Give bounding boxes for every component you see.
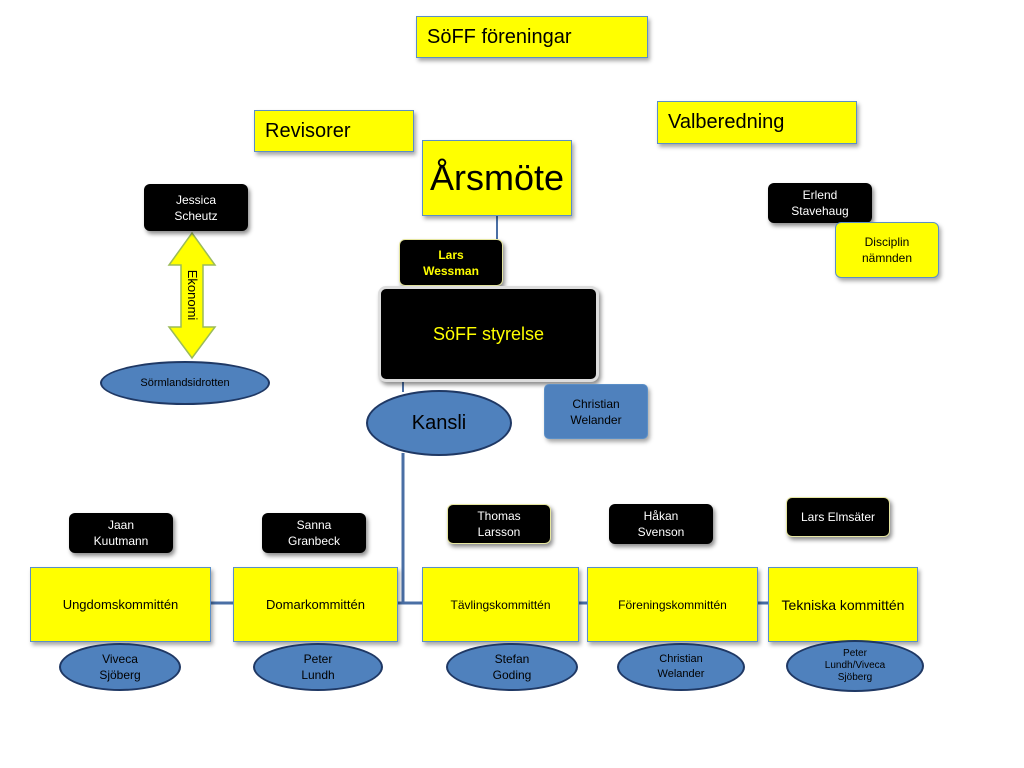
committee-member-name: Viveca Sjöberg — [99, 652, 141, 682]
arsmote-box: Årsmöte — [422, 140, 572, 216]
committee-member-domar: Peter Lundh — [253, 643, 383, 691]
committee-teknik: Tekniska kommittén — [768, 567, 918, 642]
committee-head-ungdom: Jaan Kuutmann — [69, 513, 173, 553]
arsmote-label: Årsmöte — [429, 157, 565, 198]
committee-head-name: Thomas Larsson — [477, 509, 521, 539]
ekonomi-text: Ekonomi — [185, 269, 200, 321]
kansli-person-box: Christian Welander — [544, 384, 648, 439]
committee-domar: Domarkommittén — [233, 567, 398, 642]
disciplin-box: Disciplin nämnden — [835, 222, 939, 278]
page-title: SöFF föreningar — [416, 16, 648, 58]
committee-member-ungdom: Viveca Sjöberg — [59, 643, 181, 691]
committee-member-name: Peter Lundh — [301, 652, 335, 682]
committee-name: Domarkommittén — [266, 597, 365, 612]
committee-head-teknik: Lars Elmsäter — [786, 497, 890, 537]
revisorer-label: Revisorer — [265, 119, 351, 142]
sormlandsidrotten-label: Sörmlandsidrotten — [140, 377, 230, 389]
committee-member-tavling: Stefan Goding — [446, 643, 578, 691]
economy-person-box: Jessica Scheutz — [144, 184, 248, 231]
economy-person-name: Jessica Scheutz — [174, 192, 218, 223]
committee-head-name: Lars Elmsäter — [800, 510, 876, 524]
ekonomi-double-arrow-icon — [167, 231, 217, 360]
committee-head-name: Sanna Granbeck — [287, 518, 341, 548]
sormlandsidrotten-ellipse: Sörmlandsidrotten — [100, 361, 270, 405]
chair-box: Lars Wessman — [399, 239, 503, 286]
committee-name: Ungdomskommittén — [62, 597, 179, 612]
valberedning-label: Valberedning — [668, 111, 785, 133]
committee-name: Föreningskommittén — [618, 597, 727, 612]
revisorer-box: Revisorer — [254, 110, 414, 152]
committee-head-tavling: Thomas Larsson — [447, 504, 551, 544]
kansli-ellipse: Kansli — [366, 390, 512, 456]
committee-name: Tekniska kommittén — [781, 596, 905, 613]
committee-tavling: Tävlingskommittén — [422, 567, 579, 642]
kansli-person-name: Christian Welander — [570, 396, 622, 427]
ekonomi-label: Ekonomi — [182, 265, 202, 325]
page-title-text: SöFF föreningar — [427, 25, 572, 48]
disciplin-person-box: Erlend Stavehaug — [768, 183, 872, 223]
committee-ungdom: Ungdomskommittén — [30, 567, 211, 642]
committee-member-name: Peter Lundh/Viveca Sjöberg — [824, 648, 886, 683]
committee-head-name: Jaan Kuutmann — [93, 518, 149, 548]
committee-member-teknik: Peter Lundh/Viveca Sjöberg — [786, 640, 924, 692]
chair-name: Lars Wessman — [423, 247, 479, 278]
committee-member-name: Stefan Goding — [492, 652, 532, 682]
committee-head-domar: Sanna Granbeck — [262, 513, 366, 553]
styrelse-box: SöFF styrelse — [378, 286, 599, 382]
committee-name: Tävlingskommittén — [450, 597, 551, 612]
committee-forening: Föreningskommittén — [587, 567, 758, 642]
committee-head-name: Håkan Svenson — [637, 509, 685, 539]
committee-head-forening: Håkan Svenson — [609, 504, 713, 544]
committee-member-forening: Christian Welander — [617, 643, 745, 691]
styrelse-label: SöFF styrelse — [432, 324, 545, 344]
committee-member-name: Christian Welander — [657, 653, 705, 680]
valberedning-box: Valberedning — [657, 101, 857, 144]
disciplin-label: Disciplin nämnden — [861, 235, 913, 265]
disciplin-person-name: Erlend Stavehaug — [791, 188, 849, 218]
kansli-label: Kansli — [411, 411, 467, 434]
